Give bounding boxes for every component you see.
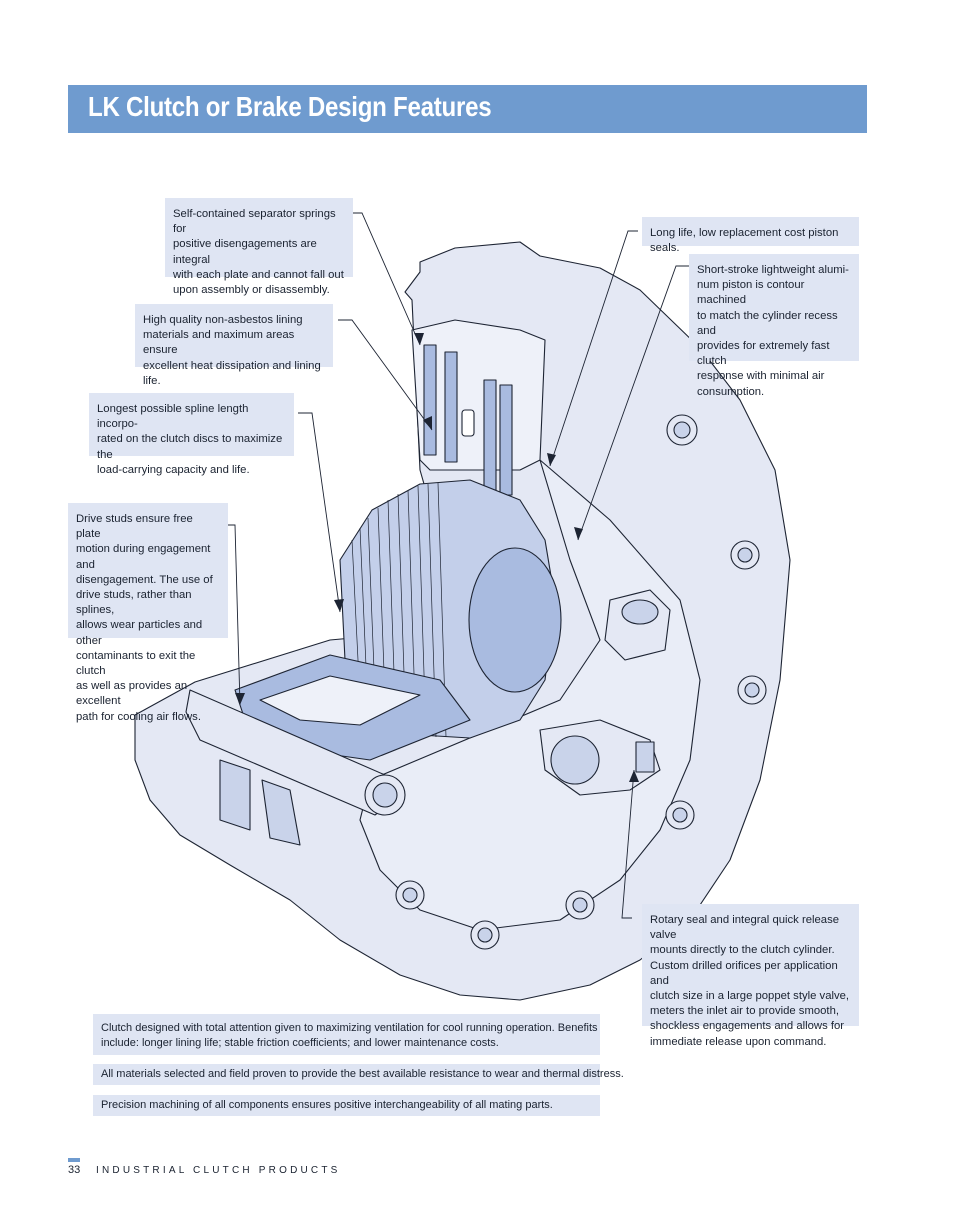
callout-separator-springs: Self-contained separator springs for pos…: [165, 198, 353, 296]
footer-accent-bar: [68, 1158, 80, 1162]
callout-piston-seals: Long life, low replacement cost piston s…: [642, 217, 859, 254]
note-ventilation: Clutch designed with total attention giv…: [93, 1014, 600, 1055]
callout-lining-materials: High quality non-asbestos lining materia…: [135, 304, 333, 387]
publication-title: INDUSTRIAL CLUTCH PRODUCTS: [96, 1165, 341, 1176]
page-title: LK Clutch or Brake Design Features: [88, 91, 492, 122]
note-precision: Precision machining of all components en…: [93, 1095, 600, 1116]
callout-drive-studs: Drive studs ensure free plate motion dur…: [68, 503, 228, 723]
title-bar: LK Clutch or Brake Design Features: [68, 85, 867, 133]
callout-rotary-seal: Rotary seal and integral quick release v…: [642, 904, 859, 1048]
page-number: 33: [68, 1164, 81, 1176]
note-materials: All materials selected and field proven …: [93, 1064, 624, 1085]
callout-spline-length: Longest possible spline length incorpo- …: [89, 393, 294, 476]
callout-piston: Short-stroke lightweight alumi- num pist…: [689, 254, 859, 398]
